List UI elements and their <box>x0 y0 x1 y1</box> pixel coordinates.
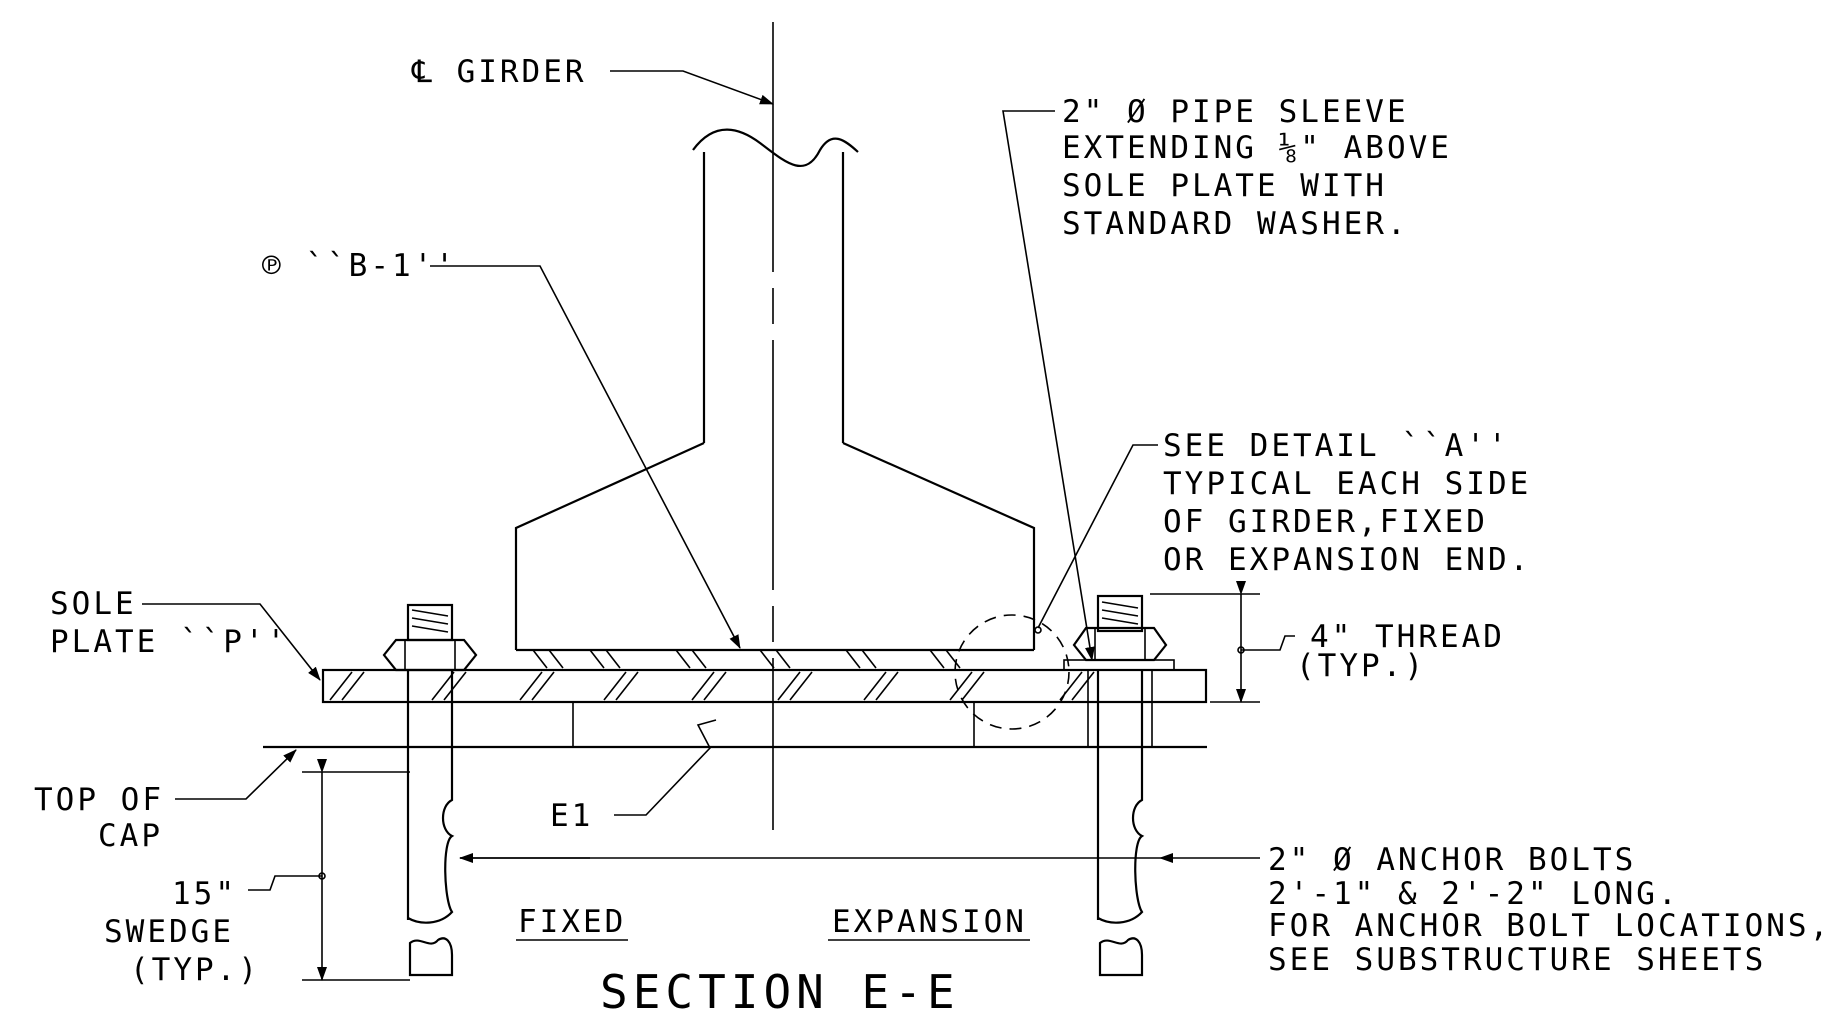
anchor-bolt-fixed <box>382 603 478 977</box>
plate-b1-label: ℗ ``B-1'' <box>262 248 457 284</box>
anchor-bolts-line-3: FOR ANCHOR BOLT LOCATIONS, <box>1268 908 1828 944</box>
see-detail-line-4: OR EXPANSION END. <box>1163 542 1531 578</box>
anchor-bolts-line-1: 2" Ø ANCHOR BOLTS <box>1268 842 1636 878</box>
detail-a-circle <box>954 614 1070 730</box>
swedge-line-2: SWEDGE <box>104 914 234 950</box>
thread-label-line-1: 4" THREAD <box>1310 619 1505 655</box>
top-of-cap-line-2: CAP <box>98 818 163 854</box>
pipe-sleeve-line-4: STANDARD WASHER. <box>1062 206 1409 242</box>
anchor-bolts-line-2: 2'-1" & 2'-2" LONG. <box>1268 876 1680 912</box>
bearing-plate-hatch <box>532 649 961 669</box>
pipe-sleeve-line-2: EXTENDING ⅛" ABOVE <box>1062 130 1452 166</box>
top-of-cap-line-1: TOP OF <box>34 782 164 818</box>
anchor-bolts-line-4: SEE SUBSTRUCTURE SHEETS <box>1268 942 1766 978</box>
swedge-line-1: 15" <box>172 876 237 912</box>
swedge-line-3: (TYP.) <box>130 952 260 988</box>
see-detail-line-3: OF GIRDER,FIXED <box>1163 504 1488 540</box>
sole-plate <box>321 668 1208 704</box>
fixed-label: FIXED <box>518 904 626 940</box>
pipe-sleeve-line-1: 2" Ø PIPE SLEEVE <box>1062 94 1409 130</box>
expansion-label: EXPANSION <box>832 904 1027 940</box>
girder-outline <box>514 128 1036 652</box>
pipe-sleeve-line-3: SOLE PLATE WITH <box>1062 168 1387 204</box>
cl-girder-label: ℄ GIRDER <box>411 54 587 90</box>
sole-plate-hatch <box>329 671 1095 701</box>
sole-plate-line-2: PLATE ``P'' <box>50 624 288 660</box>
section-title: SECTION E-E <box>600 965 960 1015</box>
leaders <box>142 70 1260 863</box>
thread-dimension <box>1150 581 1295 703</box>
see-detail-line-2: TYPICAL EACH SIDE <box>1163 466 1531 502</box>
see-detail-line-1: SEE DETAIL ``A'' <box>1163 428 1510 464</box>
thread-label-line-2: (TYP.) <box>1296 648 1426 684</box>
swedge-dimension <box>248 759 410 981</box>
anchor-bolt-expansion <box>1063 594 1175 977</box>
elastomeric-pad <box>572 702 975 747</box>
e1-label: E1 <box>550 798 593 834</box>
sole-plate-line-1: SOLE <box>50 586 137 622</box>
